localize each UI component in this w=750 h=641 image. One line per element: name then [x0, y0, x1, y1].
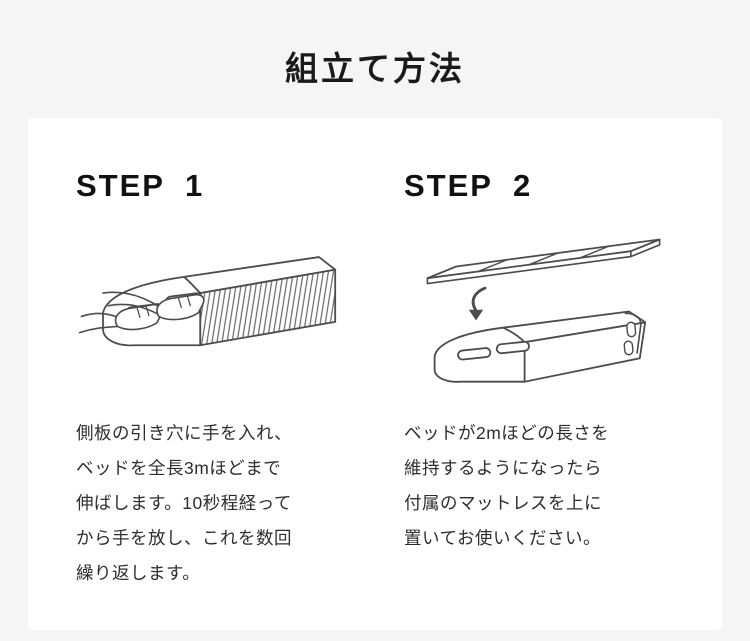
bed-right-rounded-end — [624, 312, 642, 354]
hands-stretching-bed-illustration — [78, 256, 337, 347]
step-2-column: STEP 2 — [404, 168, 674, 630]
step-2-illustration — [404, 218, 674, 396]
mattress-board-onto-bed-illustration — [426, 238, 661, 383]
step-2-label: STEP 2 — [404, 168, 533, 203]
page-title: 組立て方法 — [285, 50, 465, 87]
slatted-board — [426, 238, 661, 285]
handle-slot-small — [626, 321, 637, 338]
step-2-description: ベッドが2mほどの長さを 維持するようになったら 付属のマットレスを上に 置いて… — [404, 423, 610, 548]
handle-slot — [457, 347, 492, 361]
right-hand — [102, 291, 205, 321]
steps-card: STEP 1 — [28, 118, 722, 630]
handle-slot — [495, 340, 530, 355]
compressed-bed — [433, 310, 647, 383]
down-arrow-icon — [468, 286, 487, 321]
step-1-illustration — [76, 218, 346, 396]
handle-slot-small — [623, 340, 634, 356]
step-1-column: STEP 1 — [76, 168, 346, 630]
step-1-description: 側板の引き穴に手を入れ、 ベッドを全長3mほどまで 伸ばします。10秒程経って … — [76, 423, 293, 583]
step-1-label: STEP 1 — [76, 168, 205, 203]
